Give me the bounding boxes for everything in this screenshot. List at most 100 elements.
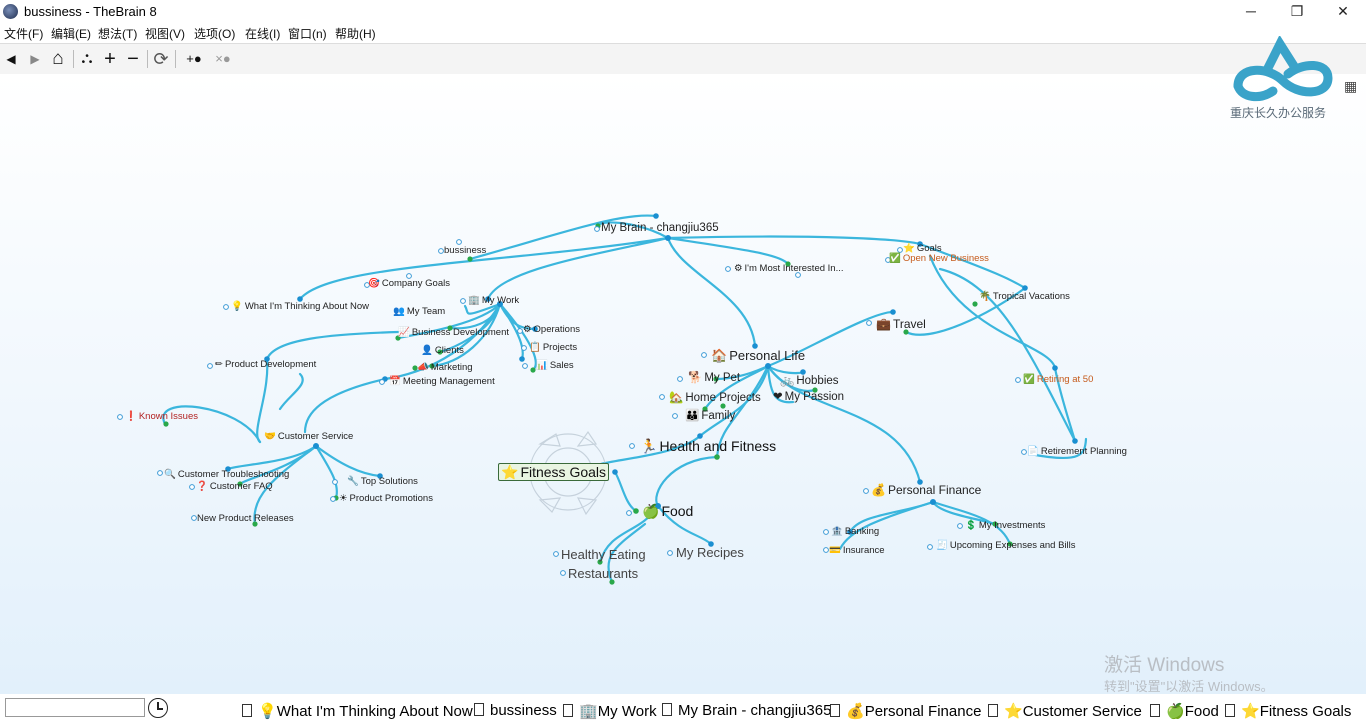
bike-icon: 🚲: [780, 375, 795, 387]
thought-goals[interactable]: ⭐Goals: [903, 243, 942, 254]
pin-what-thinking[interactable]: 💡What I'm Thinking About Now: [242, 702, 473, 720]
building-icon: 🏢: [579, 703, 598, 720]
thought-insurance[interactable]: 💳Insurance: [829, 545, 885, 556]
bill-icon: 🧾: [936, 540, 948, 551]
thought-customer-troubleshooting[interactable]: 🔍Customer Troubleshooting: [164, 469, 290, 480]
thought-retiring-at-50[interactable]: ✅Retiring at 50: [1023, 374, 1094, 385]
thought-sales[interactable]: 📊Sales: [536, 360, 574, 371]
thought-restaurants[interactable]: Restaurants: [568, 566, 639, 581]
thought-upcoming-expenses[interactable]: 🧾Upcoming Expenses and Bills: [936, 540, 1076, 551]
menu-view[interactable]: 视图(V): [145, 27, 185, 41]
thought-banking[interactable]: 🏦Banking: [831, 526, 880, 537]
minus-icon[interactable]: −: [127, 48, 139, 70]
minimize-button[interactable]: ─: [1246, 3, 1256, 19]
menu-file[interactable]: 文件(F): [4, 27, 44, 41]
toolbar-separator: [175, 50, 176, 68]
coins-icon: 💲: [965, 520, 977, 531]
thought-my-recipes[interactable]: My Recipes: [676, 545, 744, 560]
company-logo: [1233, 36, 1333, 102]
people-icon: 👤: [421, 345, 433, 356]
thought-health-and-fitness[interactable]: 🏃Health and Fitness: [640, 438, 777, 454]
toolbar: ◀ ▶ ⌂ ⛬ + − ⟳ +● ×●: [0, 43, 1366, 75]
thought-business-development[interactable]: 📈Business Development: [398, 327, 510, 338]
chart-icon: 📈: [398, 327, 410, 338]
thought-links: [117, 213, 1088, 585]
thought-travel[interactable]: 💼Travel: [876, 317, 926, 331]
building-icon: 🏢: [468, 295, 480, 306]
thought-open-new-business[interactable]: ✅Open New Business: [889, 253, 989, 264]
thought-operations[interactable]: ⚙Operations: [523, 324, 581, 335]
menu-help[interactable]: 帮助(H): [335, 27, 376, 41]
menu-options[interactable]: 选项(O): [194, 27, 236, 41]
thought-personal-life[interactable]: 🏠Personal Life: [711, 348, 806, 363]
menu-online[interactable]: 在线(I): [245, 27, 281, 41]
thought-retirement-planning[interactable]: 📄Retirement Planning: [1027, 446, 1127, 457]
star-icon: ⭐: [501, 464, 519, 480]
thought-meeting-management[interactable]: 📅Meeting Management: [389, 376, 495, 387]
thought-customer-faq[interactable]: ❓Customer FAQ: [196, 481, 273, 492]
qr-code-icon[interactable]: ▦: [1344, 78, 1358, 94]
thought-most-interested[interactable]: ⚙I'm Most Interested In...: [734, 263, 844, 274]
thought-fitness-goals-active[interactable]: ⭐Fitness Goals: [498, 463, 610, 481]
add-brain-icon[interactable]: +●: [186, 51, 202, 66]
thought-new-product-releases[interactable]: New Product Releases: [197, 513, 294, 524]
pin-personal-finance[interactable]: 💰Personal Finance: [830, 702, 981, 720]
thought-hobbies[interactable]: 🚲Hobbies: [780, 375, 839, 387]
plus-icon[interactable]: +: [104, 48, 116, 70]
home-icon[interactable]: ⌂: [52, 48, 64, 69]
thought-marketing[interactable]: 📣Marketing: [417, 362, 473, 373]
thought-projects[interactable]: 📋Projects: [529, 342, 578, 353]
thought-product-development[interactable]: ✏Product Development: [215, 359, 317, 370]
menu-thought[interactable]: 想法(T): [98, 27, 138, 41]
pin-fitness-goals[interactable]: ⭐Fitness Goals: [1225, 702, 1351, 720]
plex-canvas[interactable]: My Brain - changjiu365 bussiness ⭐Goals …: [0, 74, 1366, 694]
remove-brain-icon[interactable]: ×●: [215, 51, 231, 66]
menu-edit[interactable]: 编辑(E): [51, 27, 91, 41]
thought-my-brain[interactable]: My Brain - changjiu365: [601, 222, 719, 234]
pin-customer-service[interactable]: ⭐Customer Service: [988, 702, 1142, 720]
thought-product-promotions[interactable]: ☀Product Promotions: [339, 493, 433, 504]
bar-chart-icon: 📊: [536, 360, 548, 371]
star-icon: ⭐: [1241, 703, 1260, 720]
pin-bussiness[interactable]: bussiness: [474, 702, 557, 719]
money-bag-icon: 💰: [846, 703, 865, 720]
menu-bar: 文件(F) 编辑(E) 想法(T) 视图(V) 选项(O) 在线(I) 窗口(n…: [0, 23, 1366, 42]
thought-my-pet[interactable]: 🐕My Pet: [688, 372, 741, 384]
runner-icon: 🏃: [640, 438, 658, 454]
forward-arrow-icon[interactable]: ▶: [30, 52, 40, 66]
thought-customer-service[interactable]: 🤝Customer Service: [264, 431, 354, 442]
pin-my-work[interactable]: 🏢My Work: [563, 702, 657, 720]
thought-what-thinking[interactable]: 💡What I'm Thinking About Now: [231, 301, 369, 312]
thought-bussiness[interactable]: bussiness: [444, 245, 487, 256]
refresh-icon[interactable]: ⟳: [153, 49, 169, 69]
thought-company-goals[interactable]: 🎯Company Goals: [368, 278, 450, 289]
thought-known-issues[interactable]: ❗Known Issues: [125, 411, 198, 422]
back-arrow-icon[interactable]: ◀: [6, 52, 16, 66]
thought-family[interactable]: 👪Family: [685, 410, 736, 422]
thought-top-solutions[interactable]: 🔧Top Solutions: [347, 476, 418, 487]
apple-icon: 🍏: [1166, 703, 1185, 720]
home-tools-icon: 🏡: [669, 392, 684, 404]
thought-my-investments[interactable]: 💲My Investments: [965, 520, 1046, 531]
clock-history-icon[interactable]: [148, 698, 168, 718]
logo-text: 重庆长久办公服务: [1230, 106, 1327, 120]
thought-my-work[interactable]: 🏢My Work: [468, 295, 520, 306]
thought-my-passion[interactable]: ❤My Passion: [773, 391, 845, 403]
pin-my-brain[interactable]: My Brain - changjiu365: [662, 702, 831, 719]
search-input[interactable]: [5, 698, 145, 717]
thought-my-team[interactable]: 👥My Team: [393, 306, 446, 317]
link: [468, 214, 658, 261]
family-icon: 👪: [685, 410, 700, 422]
network-icon[interactable]: ⛬: [81, 50, 93, 67]
thought-food[interactable]: 🍏Food: [642, 503, 694, 519]
thought-healthy-eating[interactable]: Healthy Eating: [561, 547, 646, 562]
close-button[interactable]: ✕: [1337, 3, 1349, 19]
apple-icon: 🍏: [642, 503, 660, 519]
thought-home-projects[interactable]: 🏡Home Projects: [669, 392, 761, 404]
thought-personal-finance[interactable]: 💰Personal Finance: [871, 483, 982, 497]
maximize-button[interactable]: ❐: [1290, 3, 1304, 19]
thought-clients[interactable]: 👤Clients: [421, 345, 464, 356]
thought-tropical-vacations[interactable]: 🌴Tropical Vacations: [979, 291, 1070, 302]
pin-food[interactable]: 🍏Food: [1150, 702, 1219, 720]
menu-window[interactable]: 窗口(n): [288, 27, 327, 41]
